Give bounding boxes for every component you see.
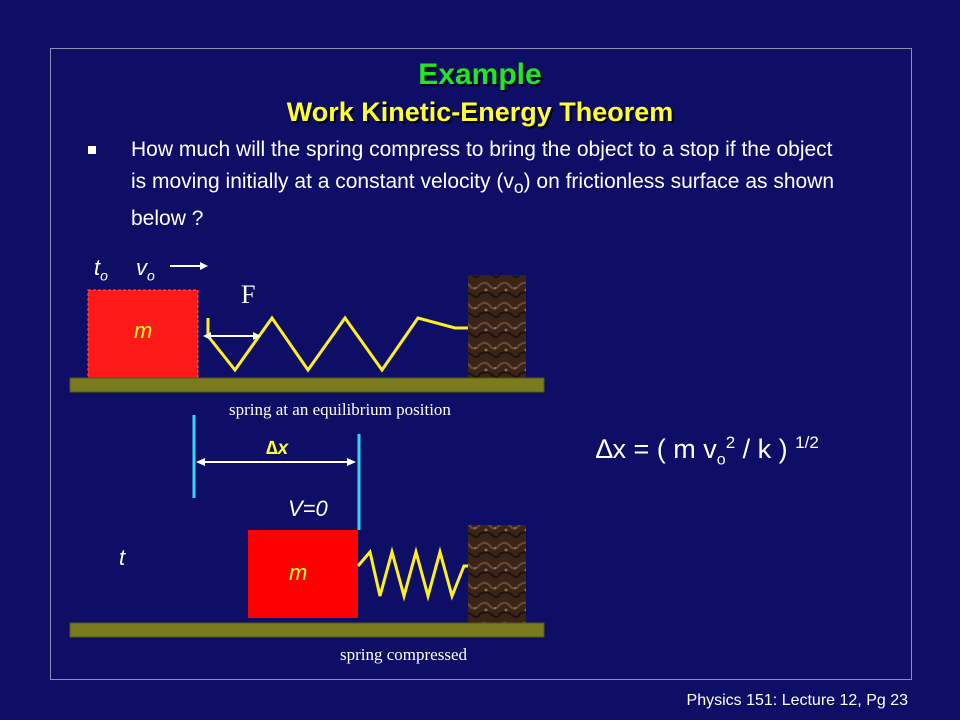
caption-equilibrium: spring at an equilibrium position <box>229 400 451 419</box>
spring-compressed <box>356 546 468 602</box>
result-equation: ∆x = ( m vo2 / k ) 1/2 <box>596 433 819 469</box>
slide-footer: Physics 151: Lecture 12, Pg 23 <box>686 692 908 709</box>
caption-compressed: spring compressed <box>340 645 468 664</box>
slide-title: Example <box>418 58 542 91</box>
eq-v-sub: o <box>716 451 726 469</box>
floor-bottom <box>69 622 545 638</box>
eq-exponent: 1/2 <box>795 433 819 452</box>
top-time-text: t <box>94 255 101 280</box>
delta-x-label: ∆x <box>266 438 289 459</box>
floor-top <box>69 377 545 393</box>
top-velocity-label: vo <box>136 255 155 283</box>
mass-block-bottom <box>248 530 358 618</box>
spring-relaxed <box>206 315 468 373</box>
question-sub: o <box>513 177 524 198</box>
question-main: How much will the spring compress to bri… <box>131 138 833 193</box>
wall-bottom <box>468 525 526 623</box>
force-arrow-icon <box>203 332 261 340</box>
question-text: How much will the spring compress to bri… <box>131 134 851 235</box>
top-time-label: to <box>94 255 108 283</box>
force-label: F <box>241 280 256 309</box>
slide-subtitle: Work Kinetic-Energy Theorem <box>286 97 674 127</box>
mass-label-bottom: m <box>289 560 308 585</box>
velocity-arrow-icon <box>170 262 208 270</box>
question-end: ) on frictionless surface as shown below… <box>131 170 835 231</box>
top-time-sub: o <box>100 267 108 284</box>
bottom-time-label: t <box>119 545 126 570</box>
slide-frame <box>50 48 912 680</box>
mass-label-top: m <box>134 318 153 343</box>
delta-x-arrow-icon <box>196 458 356 466</box>
mass-block-top <box>87 289 199 379</box>
eq-v-sup: 2 <box>725 433 736 452</box>
top-velocity-text: v <box>136 255 147 280</box>
top-velocity-sub: o <box>147 267 155 284</box>
eq-middle: / k ) <box>735 434 796 464</box>
wall-top <box>468 275 526 379</box>
final-velocity-label: V=0 <box>288 496 328 521</box>
eq-lhs: ∆x = ( m v <box>596 434 717 464</box>
